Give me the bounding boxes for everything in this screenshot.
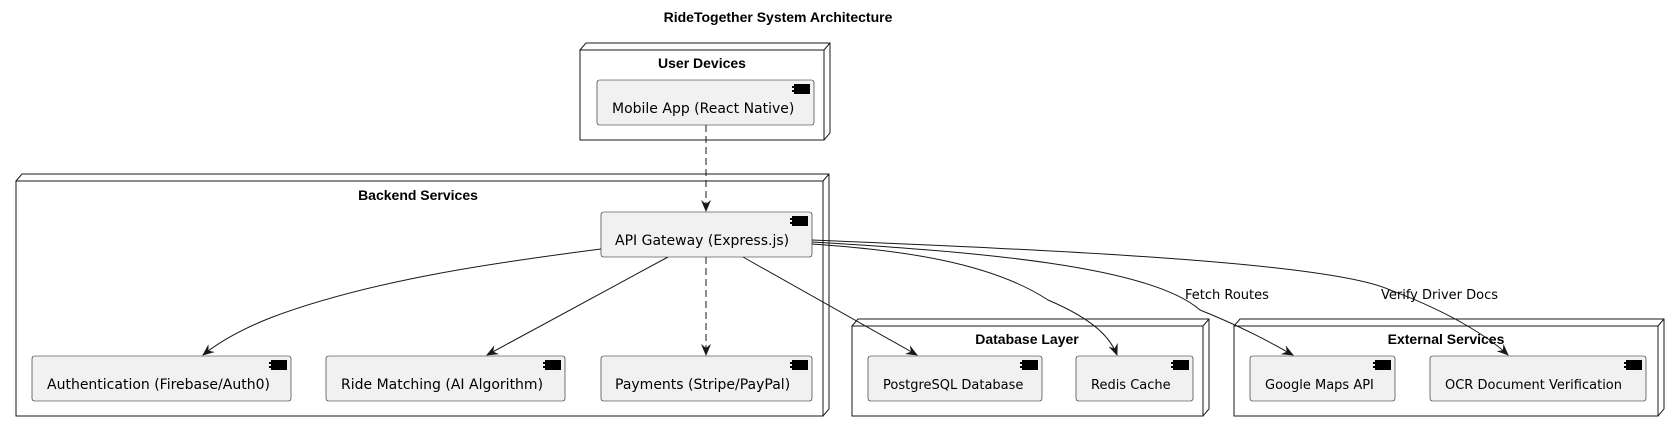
component-api-gateway: API Gateway (Express.js) <box>600 211 813 258</box>
component-icon <box>790 360 808 370</box>
edges <box>202 125 1509 356</box>
component-icon <box>790 216 808 226</box>
component-icon <box>543 360 561 370</box>
edge-gateway-to-auth <box>202 248 602 356</box>
component-icon <box>269 360 287 370</box>
component-label-payments: Payments (Stripe/PayPal) <box>615 377 790 393</box>
edge-gateway-to-ride-matching <box>486 256 669 356</box>
component-ride-matching: Ride Matching (AI Algorithm) <box>325 355 566 402</box>
component-authentication: Authentication (Firebase/Auth0) <box>31 355 292 402</box>
edge-gateway-to-postgres <box>742 256 918 356</box>
component-icon <box>1020 360 1038 370</box>
component-icon <box>1373 360 1391 370</box>
component-label-api-gateway: API Gateway (Express.js) <box>615 233 789 249</box>
node-title-external: External Services <box>1388 331 1505 347</box>
component-icon <box>792 84 810 94</box>
node-title-user-devices: User Devices <box>658 55 746 71</box>
edge-label-verify-docs: Verify Driver Docs <box>1381 288 1498 303</box>
component-label-google-maps: Google Maps API <box>1265 378 1374 393</box>
component-icon <box>1171 360 1189 370</box>
component-icon <box>1624 360 1642 370</box>
edge-gateway-to-ocr <box>811 239 1509 356</box>
component-postgresql: PostgreSQL Database <box>867 355 1043 402</box>
component-label-redis: Redis Cache <box>1091 378 1171 393</box>
diagram-title: RideTogether System Architecture <box>664 9 893 25</box>
component-label-ride-matching: Ride Matching (AI Algorithm) <box>341 377 543 393</box>
node-title-backend: Backend Services <box>358 187 478 203</box>
component-payments: Payments (Stripe/PayPal) <box>600 355 813 402</box>
component-redis: Redis Cache <box>1075 355 1194 402</box>
edge-gateway-to-google-maps <box>811 241 1294 356</box>
edge-label-fetch-routes: Fetch Routes <box>1185 288 1269 303</box>
component-ocr: OCR Document Verification <box>1429 355 1647 402</box>
component-label-ocr: OCR Document Verification <box>1445 378 1622 393</box>
edge-gateway-to-redis <box>811 243 1118 356</box>
node-title-database: Database Layer <box>975 331 1079 347</box>
component-label-authentication: Authentication (Firebase/Auth0) <box>47 377 270 393</box>
component-label-mobile-app: Mobile App (React Native) <box>612 101 794 117</box>
component-label-postgresql: PostgreSQL Database <box>883 378 1023 393</box>
component-google-maps: Google Maps API <box>1249 355 1396 402</box>
component-mobile-app: Mobile App (React Native) <box>596 79 815 126</box>
